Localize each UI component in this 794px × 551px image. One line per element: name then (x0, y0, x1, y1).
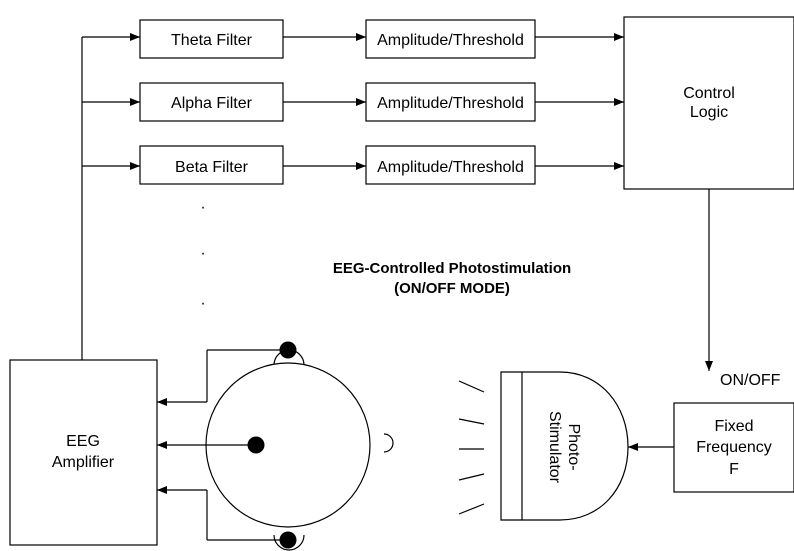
diagram-title-line1: EEG-Controlled Photostimulation (333, 260, 571, 277)
electrode-leads (157, 349, 288, 541)
fixed-frequency-line3: F (729, 461, 739, 478)
photostimulator-label-line2: Stimulator (546, 411, 563, 484)
diagram-title-line2: (ON/OFF MODE) (394, 280, 510, 297)
alpha-filter-box: Alpha Filter (139, 82, 284, 122)
amplitude-threshold-label-1: Amplitude/Threshold (377, 32, 524, 49)
ellipsis-dot-3: · (200, 295, 205, 312)
photostimulator: Photo- Stimulator (500, 371, 629, 521)
control-logic-label-line1: Control (683, 85, 735, 102)
amplitude-threshold-box-2: Amplitude/Threshold (365, 82, 536, 122)
fixed-frequency-box: Fixed Frequency F (673, 402, 794, 493)
fixed-frequency-line1: Fixed (714, 418, 753, 435)
amplitude-threshold-label-3: Amplitude/Threshold (377, 159, 524, 176)
beta-filter-label: Beta Filter (175, 159, 249, 176)
amplitude-threshold-box-3: Amplitude/Threshold (365, 145, 536, 185)
beta-filter-box: Beta Filter (139, 145, 284, 185)
ellipsis-dot-2: · (200, 245, 205, 262)
eeg-amplifier-label-line1: EEG (66, 433, 100, 450)
ellipsis-dot-1: · (200, 199, 205, 216)
amplitude-threshold-box-1: Amplitude/Threshold (365, 19, 536, 59)
control-logic-box: Control Logic (623, 16, 794, 190)
eeg-amplifier-box: EEG Amplifier (9, 359, 158, 546)
photostimulator-label-line1: Photo- (565, 423, 582, 470)
theta-filter-label: Theta Filter (171, 32, 253, 49)
fixed-frequency-line2: Frequency (696, 439, 772, 456)
eeg-amplifier-label-line2: Amplifier (52, 454, 115, 471)
light-rays-icon (458, 380, 485, 515)
amplitude-threshold-label-2: Amplitude/Threshold (377, 95, 524, 112)
ellipsis-dots: · · · (200, 199, 205, 312)
theta-filter-box: Theta Filter (139, 19, 284, 59)
onoff-label: ON/OFF (720, 372, 781, 389)
head-icon (205, 349, 394, 551)
control-logic-label-line2: Logic (690, 104, 728, 121)
filter-to-amplitude-arrows (283, 33, 366, 170)
filter-feed-lines (81, 33, 140, 360)
amplitude-to-control-arrows (535, 33, 624, 170)
alpha-filter-label: Alpha Filter (171, 95, 253, 112)
